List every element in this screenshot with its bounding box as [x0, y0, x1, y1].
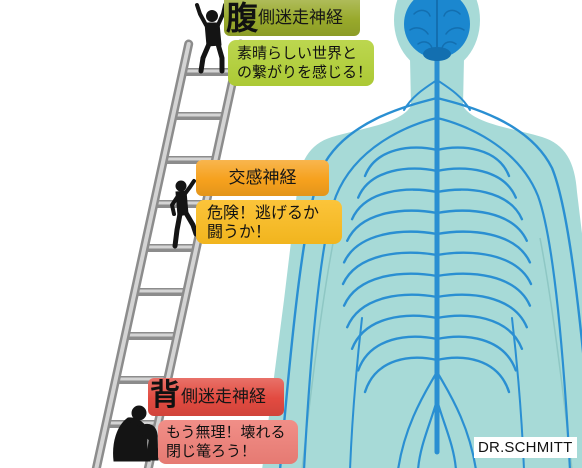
- rib-nerve-left: [342, 230, 439, 264]
- rib-nerve-left: [357, 335, 439, 372]
- brain-gyrus: [409, 27, 429, 35]
- rib-nerve-left: [363, 146, 439, 178]
- lower-nerve-right: [435, 398, 457, 468]
- ventral-vagal-message: 素晴らしい世界と の繋がりを感じる！: [228, 40, 374, 86]
- rib-nerve-left: [357, 167, 439, 199]
- author-credit: DR.SCHMITT: [474, 437, 577, 458]
- figure-leg: [172, 211, 183, 249]
- rib-nerve-left: [346, 293, 439, 329]
- lower-nerve-right: [435, 370, 477, 468]
- lower-nerve-left: [417, 398, 439, 468]
- rib-nerve-left: [350, 314, 439, 350]
- dorsal-vagal-kanji: 背: [150, 378, 180, 413]
- message-line: もう無理！壊れる: [166, 423, 286, 441]
- ladder-rail-left-highlight: [94, 42, 191, 468]
- message-line: 闘うか！: [207, 222, 272, 241]
- neck-nerve-left: [403, 79, 438, 111]
- climbing-figure: [170, 179, 199, 249]
- figure-leg: [183, 210, 199, 237]
- sympathetic-label-text: 交感神経: [228, 168, 297, 188]
- rib-nerve-right: [435, 146, 511, 178]
- rib-nerve-right: [435, 356, 511, 394]
- brain-gyrus: [441, 41, 457, 49]
- message-line: の繋がりを感じる！: [237, 63, 373, 81]
- torso-side-nerve-left: [349, 317, 363, 468]
- rib-nerve-right: [435, 293, 528, 329]
- lower-nerve-left: [397, 370, 439, 468]
- figure-arm: [195, 3, 208, 27]
- brain-gyrus: [417, 41, 433, 49]
- brain-gyrus: [413, 9, 431, 17]
- figure-arm: [170, 194, 180, 216]
- message-line: 閉じ篭ろう！: [166, 442, 257, 460]
- figure-arm: [130, 422, 156, 435]
- rib-nerve-right: [435, 188, 524, 221]
- ventral-vagal-kanji: 腹: [226, 0, 259, 37]
- cerebellum: [423, 47, 451, 61]
- arm-nerve-right: [435, 116, 571, 468]
- figure-head: [206, 10, 218, 22]
- brain-gyrus: [443, 9, 461, 17]
- dorsal-vagal-label: 背 側迷走神経: [148, 378, 284, 416]
- figure-head: [175, 180, 187, 192]
- brain-gyrus: [445, 27, 465, 35]
- message-line: 危険！逃げるか: [207, 203, 320, 222]
- silhouette-figures: [113, 3, 227, 462]
- figure-torso: [204, 22, 222, 47]
- rib-nerve-right: [435, 314, 524, 350]
- sitting-hunched-figure: [113, 405, 159, 462]
- rib-nerve-left: [363, 356, 439, 394]
- ventral-vagal-label: 腹 側迷走神経: [224, 0, 360, 36]
- rib-nerve-right: [435, 209, 528, 242]
- rib-nerve-left: [342, 272, 439, 307]
- sympathetic-message: 危険！逃げるか 闘うか！: [196, 200, 342, 244]
- dorsal-vagal-message: もう無理！壊れる 閉じ篭ろう！: [158, 420, 298, 464]
- torso-and-arms-silhouette: [262, 58, 582, 468]
- rib-nerve-right: [435, 272, 532, 307]
- figure-arm: [182, 179, 196, 197]
- rib-nerve-right: [435, 251, 533, 286]
- rib-nerve-left: [350, 188, 439, 221]
- arm-nerve-right: [435, 96, 582, 354]
- rib-nerve-right: [435, 335, 517, 372]
- figure-leg: [215, 41, 225, 74]
- rib-nerve-right: [435, 167, 517, 199]
- celebrating-figure: [195, 3, 227, 74]
- dorsal-vagal-label-text: 側迷走神経: [181, 387, 266, 407]
- ventral-vagal-label-text: 側迷走神経: [258, 8, 343, 28]
- rib-nerve-left: [341, 251, 439, 286]
- figure-leg: [198, 41, 212, 74]
- neck-nerve-right: [436, 79, 471, 111]
- rib-nerve-right: [435, 230, 532, 264]
- sympathetic-label: 交感神経: [196, 160, 329, 196]
- rib-nerve-left: [346, 209, 439, 242]
- message-line: 素晴らしい世界と: [237, 44, 358, 62]
